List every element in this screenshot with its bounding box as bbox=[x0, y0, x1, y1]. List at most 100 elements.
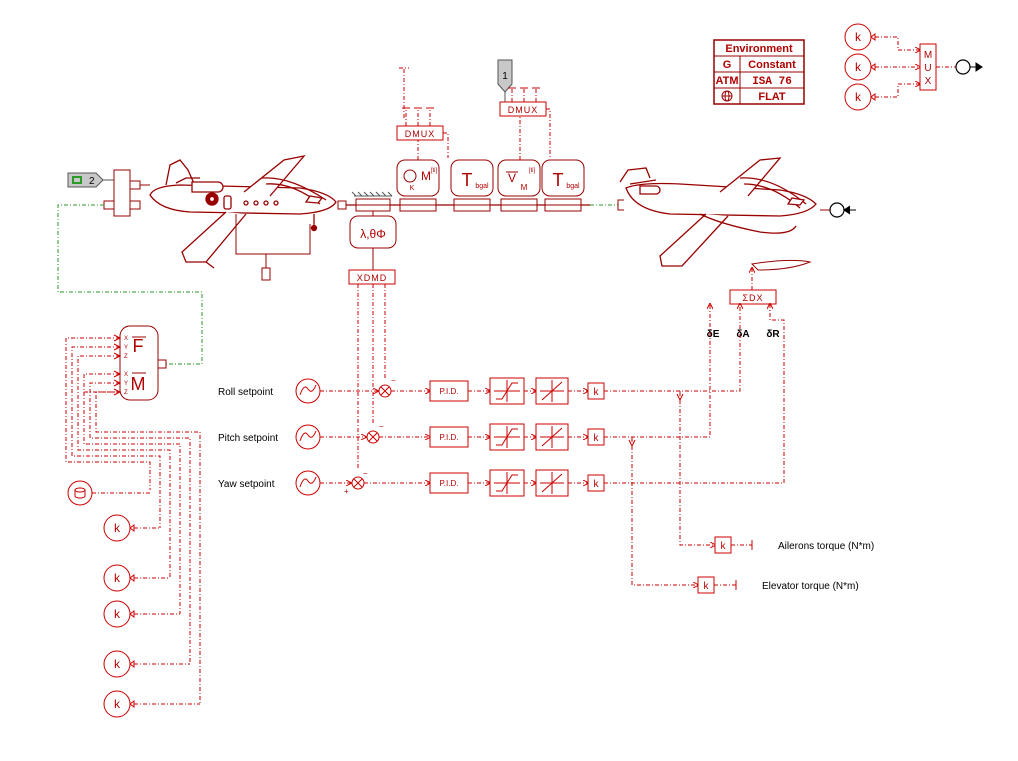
gear-source-block[interactable]: 2 bbox=[67, 172, 104, 188]
output-port[interactable] bbox=[955, 59, 983, 75]
feedback-lines bbox=[357, 284, 386, 470]
svg-text:XDMD: XDMD bbox=[357, 273, 388, 283]
svg-text:bgal: bgal bbox=[475, 183, 489, 190]
svg-text:k: k bbox=[114, 571, 121, 585]
environment-table[interactable]: Environment G Constant ATM ISA 76 FLAT bbox=[713, 39, 805, 105]
tbgal-block[interactable]: T bgal bbox=[450, 159, 494, 212]
svg-text:[ti]: [ti] bbox=[529, 168, 536, 174]
gain-block[interactable]: k bbox=[103, 650, 190, 678]
elevator-gain-block[interactable]: k bbox=[697, 576, 715, 594]
svg-text:k: k bbox=[704, 581, 710, 592]
input-port[interactable] bbox=[829, 202, 856, 218]
roll-setpoint-label: Roll setpoint bbox=[218, 387, 273, 398]
environment-title: Environment bbox=[725, 43, 793, 55]
svg-text:V: V bbox=[508, 171, 516, 185]
demux-block[interactable]: XDMD bbox=[348, 269, 396, 285]
svg-text:M: M bbox=[131, 374, 146, 394]
mux-group: k k k M U X bbox=[844, 23, 983, 111]
yaw-rate-limiter-block[interactable] bbox=[535, 469, 569, 497]
tbgal-block[interactable]: T bgal bbox=[541, 159, 585, 212]
env-value-earth: FLAT bbox=[758, 91, 786, 103]
pitch-signal-generator[interactable] bbox=[295, 424, 321, 450]
connector-block[interactable] bbox=[103, 169, 141, 217]
svg-text:bgal: bgal bbox=[566, 183, 580, 190]
pitch-pid-block[interactable]: P.I.D. bbox=[429, 426, 469, 448]
yaw-pid-block[interactable]: P.I.D. bbox=[429, 472, 469, 494]
gain-block[interactable]: k bbox=[103, 690, 200, 718]
gain-block[interactable]: k bbox=[103, 514, 160, 542]
gain-block[interactable]: k bbox=[103, 564, 170, 592]
env-value-atm: ISA 76 bbox=[752, 76, 792, 88]
gain-block[interactable]: k bbox=[844, 83, 876, 111]
roll-pid-block[interactable]: P.I.D. bbox=[429, 380, 469, 402]
sum-demux-block[interactable]: ΣDX bbox=[729, 289, 777, 305]
svg-text:1: 1 bbox=[502, 71, 508, 82]
ailerons-torque-label: Ailerons torque (N*m) bbox=[778, 541, 874, 552]
svg-text:P.I.D.: P.I.D. bbox=[440, 433, 459, 442]
svg-text:DMUX: DMUX bbox=[405, 129, 436, 139]
roll-rate-limiter-block[interactable] bbox=[535, 377, 569, 405]
yaw-gain-block[interactable]: k bbox=[587, 474, 605, 492]
roll-signal-generator[interactable] bbox=[295, 378, 321, 404]
svg-text:F: F bbox=[133, 336, 144, 356]
force-moment-block[interactable]: F M X Y Z X Y Z bbox=[119, 325, 159, 401]
ailerons-gain-block[interactable]: k bbox=[714, 536, 732, 554]
data-source-block[interactable] bbox=[67, 480, 150, 506]
angular-velocity-sensor[interactable]: K M [ti] bbox=[396, 159, 440, 212]
gain-block[interactable]: k bbox=[103, 600, 180, 628]
svg-text:X: X bbox=[925, 76, 932, 87]
actuator-icon bbox=[750, 259, 812, 271]
env-key-g: G bbox=[723, 59, 732, 71]
pitch-saturation-block[interactable] bbox=[489, 423, 525, 451]
delta-e-label: δE bbox=[707, 329, 720, 340]
svg-text:λ,θΦ: λ,θΦ bbox=[360, 227, 386, 241]
input-arrows bbox=[113, 334, 122, 396]
svg-text:P.I.D.: P.I.D. bbox=[440, 387, 459, 396]
roll-gain-block[interactable]: k bbox=[587, 382, 605, 400]
svg-text:M: M bbox=[924, 50, 932, 61]
pitch-gain-block[interactable]: k bbox=[587, 428, 605, 446]
svg-text:M: M bbox=[421, 169, 431, 183]
svg-text:Z: Z bbox=[124, 390, 128, 396]
delta-r-label: δR bbox=[766, 329, 780, 340]
euler-angle-sensor[interactable]: λ,θΦ bbox=[349, 211, 397, 249]
mux-block[interactable]: M U X bbox=[919, 43, 937, 91]
svg-text:k: k bbox=[114, 697, 121, 711]
svg-text:k: k bbox=[594, 479, 600, 490]
svg-text:−: − bbox=[391, 376, 396, 385]
constant-block[interactable]: 1 bbox=[497, 59, 513, 93]
body-port[interactable] bbox=[337, 200, 347, 210]
gain-block[interactable]: k bbox=[844, 53, 876, 81]
svg-text:X: X bbox=[124, 336, 128, 342]
svg-text:Z: Z bbox=[124, 354, 128, 360]
elevator-torque-label: Elevator torque (N*m) bbox=[762, 581, 859, 592]
yaw-sum-junction[interactable]: − + bbox=[344, 469, 368, 496]
svg-text:ΣDX: ΣDX bbox=[742, 293, 763, 303]
pitch-sum-junction[interactable]: − bbox=[366, 422, 384, 444]
roll-saturation-block[interactable] bbox=[489, 377, 525, 405]
svg-text:+: + bbox=[344, 487, 349, 496]
demux-block[interactable]: DMUX bbox=[499, 101, 547, 117]
svg-text:k: k bbox=[855, 60, 862, 74]
pitch-rate-limiter-block[interactable] bbox=[535, 423, 569, 451]
demux-block[interactable]: DMUX bbox=[396, 125, 444, 141]
svg-text:k: k bbox=[594, 433, 600, 444]
yaw-signal-generator[interactable] bbox=[295, 470, 321, 496]
aircraft-aero-icon[interactable] bbox=[619, 157, 817, 267]
svg-text:X: X bbox=[124, 372, 128, 378]
roll-sum-junction[interactable]: − bbox=[378, 376, 396, 398]
svg-text:Y: Y bbox=[124, 381, 128, 387]
joint-block[interactable] bbox=[351, 191, 393, 212]
aircraft-body-icon[interactable] bbox=[149, 154, 337, 269]
svg-text:2: 2 bbox=[89, 176, 95, 187]
yaw-saturation-block[interactable] bbox=[489, 469, 525, 497]
velocity-sensor[interactable]: V M [ti] bbox=[497, 159, 541, 212]
svg-text:k: k bbox=[721, 541, 727, 552]
sensor-port[interactable] bbox=[261, 267, 271, 281]
svg-text:k: k bbox=[114, 607, 121, 621]
svg-text:k: k bbox=[114, 657, 121, 671]
svg-text:P.I.D.: P.I.D. bbox=[440, 479, 459, 488]
pitch-setpoint-label: Pitch setpoint bbox=[218, 433, 278, 444]
gain-block[interactable]: k bbox=[844, 23, 876, 51]
